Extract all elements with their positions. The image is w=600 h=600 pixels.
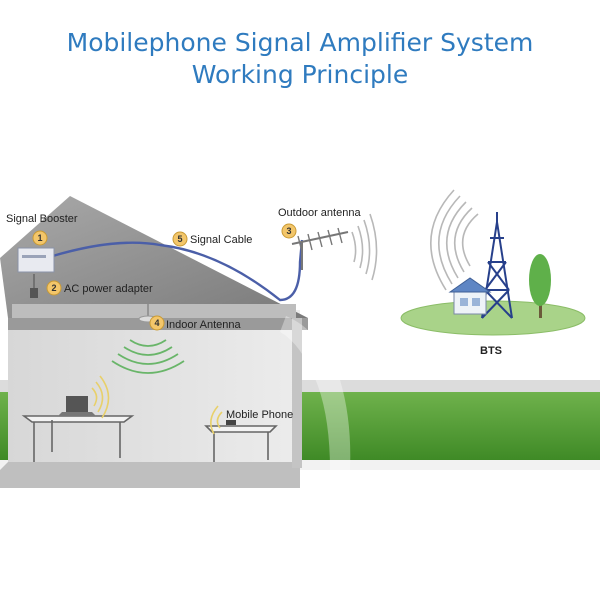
- diagram-title-line-1: Mobilephone Signal Amplifier System: [66, 28, 534, 57]
- mobile-phone-label: Mobile Phone: [226, 409, 293, 421]
- bts-waves: [429, 189, 479, 291]
- outdoor-antenna-number: 3: [286, 226, 291, 236]
- signal-cable-badge: 5: [172, 231, 188, 247]
- signal-cable: [33, 239, 304, 302]
- bts-label: BTS: [480, 345, 502, 357]
- indoor-antenna-number: 4: [154, 318, 159, 328]
- signal-beam: [280, 316, 351, 470]
- booster-badge: 1: [32, 230, 48, 246]
- ac-adapter-number: 2: [51, 283, 56, 293]
- outdoor-antenna-waves: [351, 213, 378, 281]
- signal-booster-device: [17, 247, 55, 273]
- bts-building: [448, 277, 492, 315]
- phone-table: [204, 425, 278, 462]
- ac-power-adapter-label: AC power adapter: [64, 283, 153, 295]
- tree: [529, 254, 551, 318]
- indoor-antenna-waves: [111, 339, 185, 374]
- outdoor-antenna-device: [291, 227, 349, 270]
- phone-waves: [210, 405, 223, 435]
- ac-power-adapter-device: [30, 288, 38, 298]
- outdoor-antenna-badge: 3: [281, 223, 297, 239]
- booster-number: 1: [37, 233, 42, 243]
- laptop-waves: [91, 375, 110, 419]
- signal-booster-label: Signal Booster: [6, 213, 78, 225]
- indoor-antenna-label: Indoor Antenna: [166, 319, 242, 331]
- ac-adapter-badge: 2: [46, 280, 62, 296]
- indoor-antenna-badge: 4: [149, 315, 165, 331]
- diagram-title-line-2: Working Principle: [191, 60, 409, 89]
- laptop: [58, 396, 96, 416]
- outdoor-antenna-label: Outdoor antenna: [278, 207, 361, 219]
- signal-cable-label: Signal Cable: [190, 234, 252, 246]
- mobile-phone-device: [226, 420, 236, 425]
- signal-cable-number: 5: [177, 234, 182, 244]
